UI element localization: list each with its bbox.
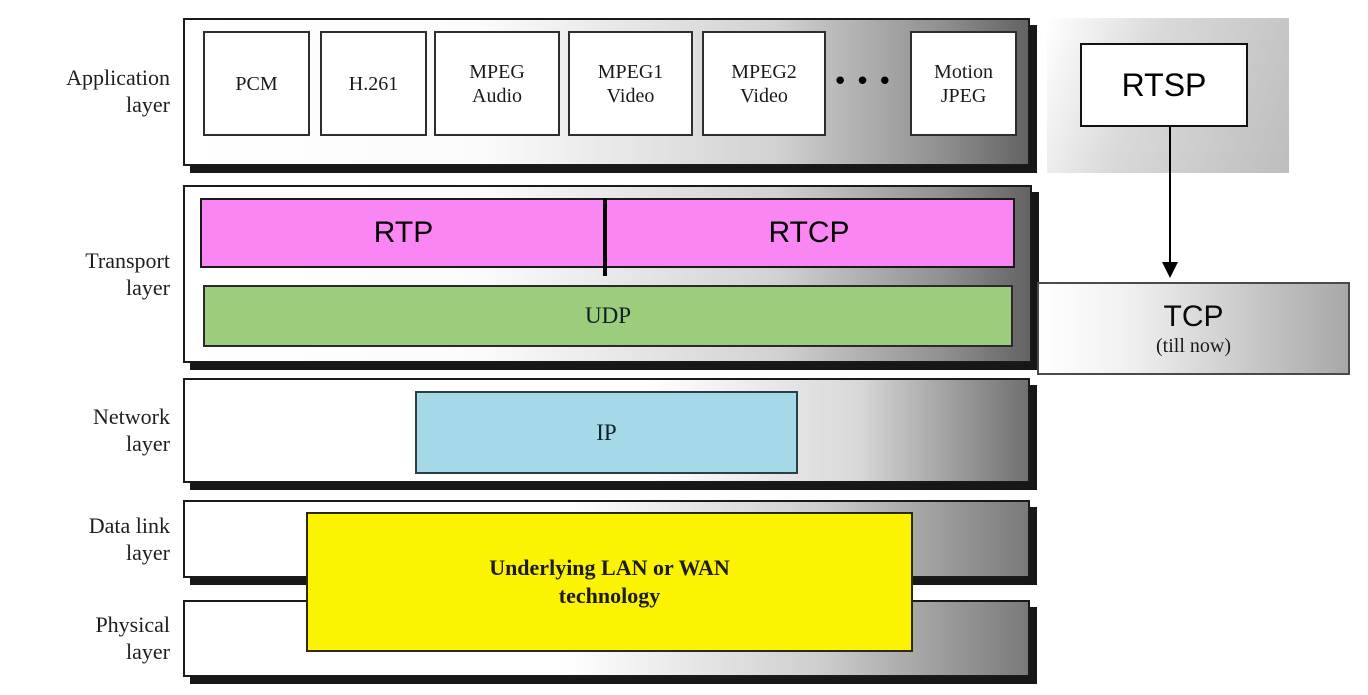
ip-box: IP xyxy=(415,391,798,474)
underlying-line: Underlying LAN or WAN xyxy=(489,555,730,580)
label-line: Data link xyxy=(88,513,170,538)
codec-box-mpeg1-video: MPEG1 Video xyxy=(568,31,693,136)
rtsp-to-tcp-arrow-line xyxy=(1169,127,1171,265)
label-physical-layer: Physical layer xyxy=(5,611,170,665)
label-datalink-layer: Data link layer xyxy=(5,512,170,566)
label-application-layer: Application layer xyxy=(5,64,170,118)
codec-box-h261: H.261 xyxy=(320,31,427,136)
label-transport-layer: Transport layer xyxy=(5,247,170,301)
application-layer-bar: PCM H.261 MPEG Audio MPEG1 Video MPEG2 V… xyxy=(183,18,1030,166)
label-network-layer: Network layer xyxy=(5,403,170,457)
codec-label: Video xyxy=(606,84,655,107)
rtsp-box: RTSP xyxy=(1080,43,1248,127)
transport-layer-bar: RTP RTCP UDP xyxy=(183,185,1032,363)
tcp-label: TCP xyxy=(1163,299,1224,333)
rtcp-label: RTCP xyxy=(768,216,850,249)
codec-box-motion-jpeg: Motion JPEG xyxy=(910,31,1017,136)
codec-box-mpeg2-video: MPEG2 Video xyxy=(702,31,826,136)
label-line: Network xyxy=(93,404,170,429)
label-line: Application xyxy=(66,65,170,90)
rtp-rtcp-divider xyxy=(603,198,607,276)
label-line: layer xyxy=(126,639,170,664)
tcp-box: TCP (till now) xyxy=(1037,282,1350,375)
label-line: layer xyxy=(126,540,170,565)
rtp-label: RTP xyxy=(373,216,434,249)
label-line: Physical xyxy=(95,612,170,637)
udp-box: UDP xyxy=(203,285,1013,347)
codec-label: Audio xyxy=(472,84,522,107)
codec-label: MPEG2 xyxy=(731,60,797,83)
network-layer-bar: IP xyxy=(183,378,1030,483)
codec-box-pcm: PCM xyxy=(203,31,310,136)
codec-label: MPEG xyxy=(469,60,525,83)
label-line: layer xyxy=(126,275,170,300)
codec-label: JPEG xyxy=(940,84,987,107)
underlying-lan-wan-box: Underlying LAN or WAN technology xyxy=(306,512,913,652)
codec-label: MPEG1 xyxy=(597,60,664,83)
rtp-rtcp-box: RTP RTCP xyxy=(200,198,1015,276)
rtsp-to-tcp-arrow-head xyxy=(1162,262,1178,278)
label-line: layer xyxy=(126,92,170,117)
ellipsis-dots: ••• xyxy=(832,67,900,97)
tcp-subtitle: (till now) xyxy=(1156,334,1231,357)
label-line: layer xyxy=(126,431,170,456)
underlying-line: technology xyxy=(558,583,661,608)
codec-label: H.261 xyxy=(348,72,399,95)
codec-label: Video xyxy=(740,84,788,107)
label-line: Transport xyxy=(85,248,170,273)
codec-label: PCM xyxy=(235,72,278,95)
codec-label: Motion xyxy=(934,60,993,83)
codec-box-mpeg-audio: MPEG Audio xyxy=(434,31,560,136)
